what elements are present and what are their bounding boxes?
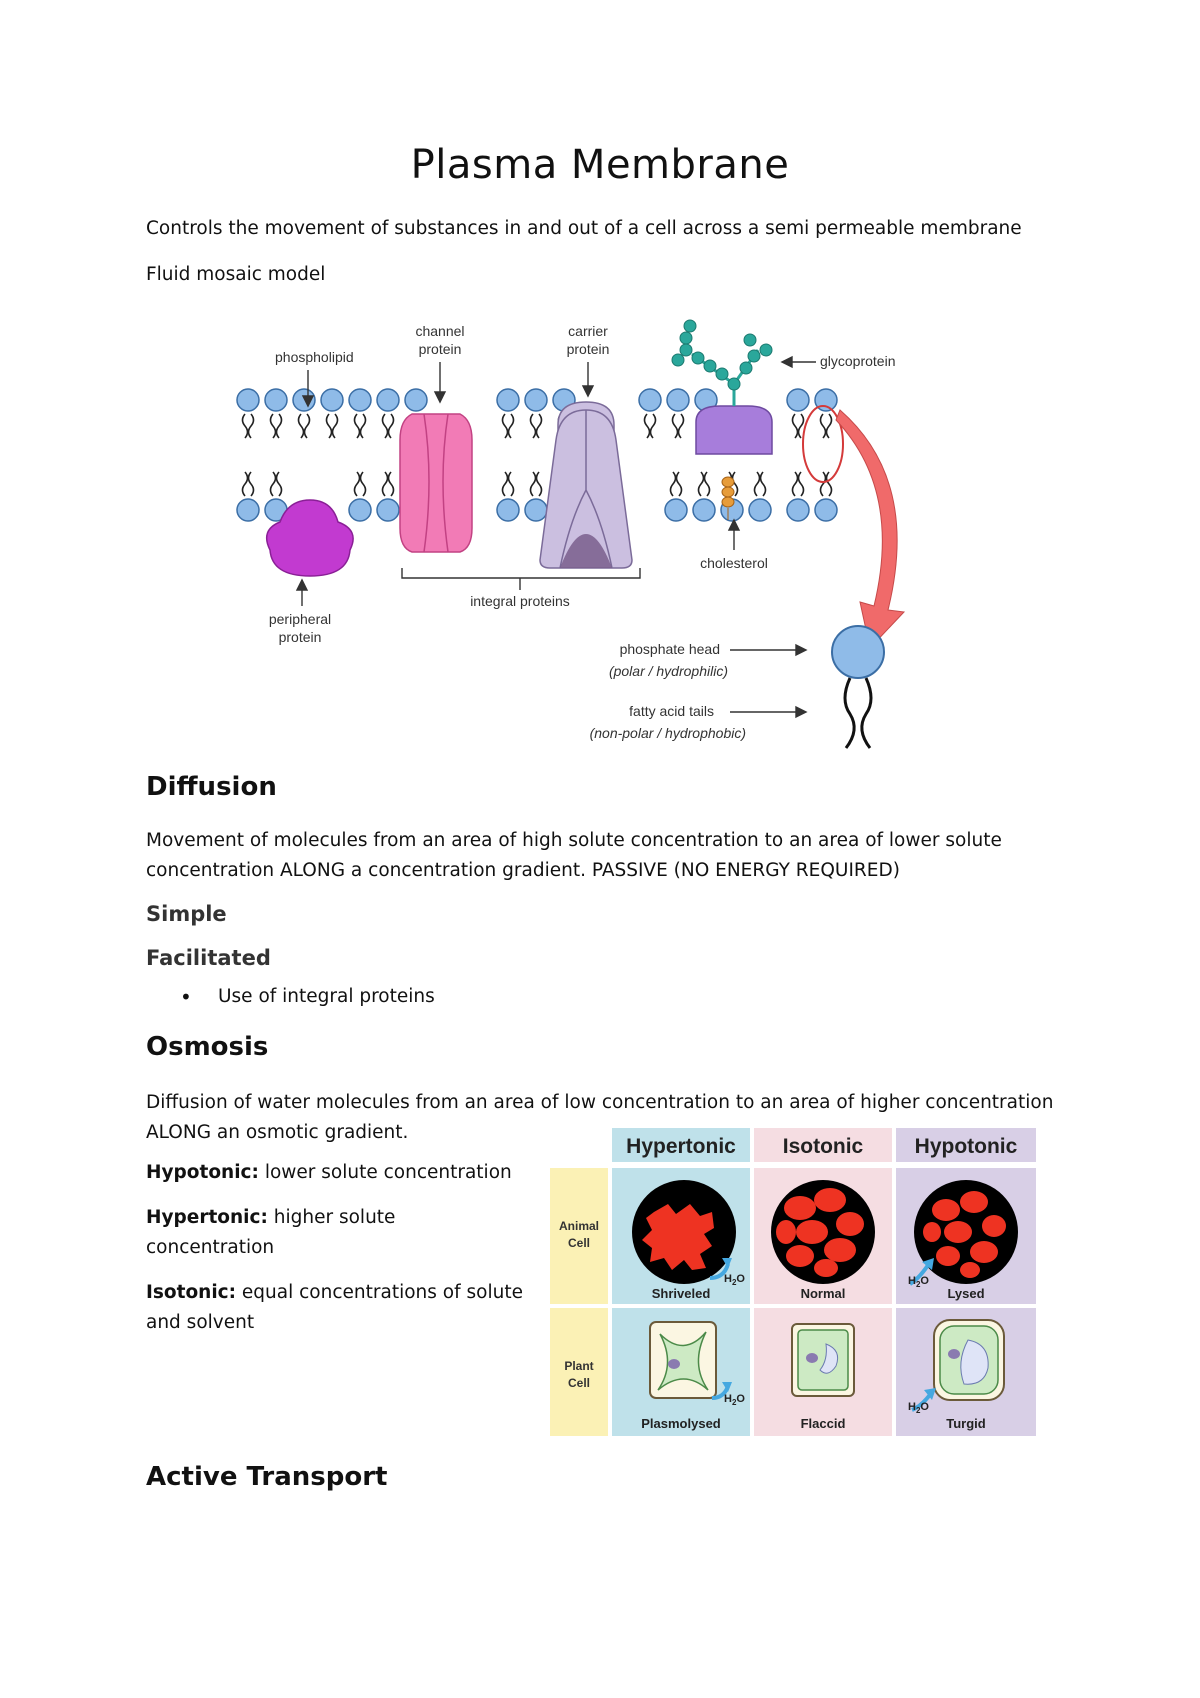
phospholipid-head [786, 388, 810, 412]
water-label: H2O [908, 1275, 929, 1289]
phospholipid-head [692, 498, 716, 522]
intro-text: Controls the movement of substances in a… [146, 218, 1022, 239]
phospholipid-head [524, 498, 548, 522]
highlighted-phospholipid [802, 405, 844, 483]
heading-osmosis: Osmosis [146, 1032, 269, 1062]
label-phosphate-head: phosphate head [620, 641, 720, 657]
phosphate-head-detail [831, 625, 885, 679]
plant-cell-plasmolysed [649, 1321, 732, 1400]
cholesterol [721, 476, 735, 520]
label-phospholipid: phospholipid [275, 349, 354, 365]
phospholipid-head [524, 388, 548, 412]
label-peripheral-2: protein [279, 629, 322, 645]
heading-active-transport: Active Transport [146, 1462, 388, 1492]
phospholipid-head [348, 498, 372, 522]
cell-caption-normal: Normal [801, 1286, 846, 1301]
phospholipid-head [348, 388, 372, 412]
label-carrier-2: protein [567, 341, 610, 357]
tonicity-definitions: Hypotonic: lower solute concentration Hy… [146, 1158, 526, 1353]
glycoprotein-chain [671, 319, 773, 391]
label-fatty-acid: fatty acid tails [629, 703, 714, 719]
membrane-figure: phospholipid channel protein carrier pro… [236, 319, 906, 749]
plant-cell-flaccid [791, 1323, 855, 1397]
phospholipid-head [292, 388, 316, 412]
water-label: H2O [908, 1401, 929, 1415]
diffusion-line-2: concentration ALONG a concentration grad… [146, 860, 900, 881]
osmosis-line-1: Diffusion of water molecules from an are… [146, 1092, 1054, 1113]
row-label-animal-1: Animal [559, 1219, 599, 1233]
column-hypertonic: Hypertonic [626, 1135, 736, 1158]
tonicity-table: Hypertonic Isotonic Hypotonic Animal Cel… [550, 1128, 1036, 1436]
plant-cell-turgid [911, 1319, 1005, 1412]
definition-hypertonic: Hypertonic: higher solute concentration [146, 1207, 396, 1258]
heading-facilitated: Facilitated [146, 946, 271, 970]
heading-diffusion: Diffusion [146, 772, 277, 802]
label-cholesterol: cholesterol [700, 555, 768, 571]
glycoprotein-body [695, 405, 773, 455]
phospholipid-head [496, 388, 520, 412]
animal-cell-normal [771, 1180, 875, 1284]
facilitated-list: Use of integral proteins [146, 985, 435, 1009]
label-fatty-acid-sub: (non-polar / hydrophobic) [590, 725, 746, 741]
phospholipid-head [666, 388, 690, 412]
phospholipid-head [376, 498, 400, 522]
phospholipid-head [236, 498, 260, 522]
column-isotonic: Isotonic [783, 1135, 864, 1158]
model-text: Fluid mosaic model [146, 264, 326, 285]
osmosis-line-2: ALONG an osmotic gradient. [146, 1122, 409, 1143]
water-label: H2O [724, 1393, 745, 1407]
label-carrier-1: carrier [568, 323, 608, 339]
phospholipid-head [236, 388, 260, 412]
definition-isotonic: Isotonic: equal concentrations of solute… [146, 1282, 523, 1333]
animal-cell-lysed [908, 1180, 1018, 1286]
phospholipid-head [376, 388, 400, 412]
diffusion-line-1: Movement of molecules from an area of hi… [146, 830, 1002, 851]
list-item: Use of integral proteins [146, 985, 435, 1009]
phospholipid-head [786, 498, 810, 522]
phospholipid-head [264, 388, 288, 412]
phospholipid-head [814, 498, 838, 522]
phospholipid-head [496, 498, 520, 522]
label-glycoprotein: glycoprotein [820, 353, 896, 369]
label-channel-1: channel [415, 323, 464, 339]
phospholipid-head [320, 388, 344, 412]
cell-caption-turgid: Turgid [946, 1416, 986, 1431]
water-label: H2O [724, 1273, 745, 1287]
cell-caption-lysed: Lysed [947, 1286, 984, 1301]
peripheral-protein [265, 499, 354, 577]
phospholipid-head [404, 388, 428, 412]
phospholipid-head [748, 498, 772, 522]
label-integral: integral proteins [470, 593, 570, 609]
row-label-plant-1: Plant [564, 1359, 593, 1373]
row-label-animal-2: Cell [568, 1236, 590, 1250]
definition-hypotonic: Hypotonic: lower solute concentration [146, 1162, 512, 1183]
label-channel-2: protein [419, 341, 462, 357]
channel-protein [399, 413, 473, 553]
cell-caption-flaccid: Flaccid [801, 1416, 846, 1431]
cell-caption-plasmolysed: Plasmolysed [641, 1416, 721, 1431]
phospholipid-head [638, 388, 662, 412]
heading-simple: Simple [146, 902, 227, 926]
label-peripheral-1: peripheral [269, 611, 331, 627]
label-phosphate-head-sub: (polar / hydrophilic) [609, 663, 728, 679]
column-hypotonic: Hypotonic [915, 1135, 1018, 1158]
page-title: Plasma Membrane [410, 142, 790, 188]
animal-cell-shriveled [632, 1180, 736, 1284]
phospholipid-head [664, 498, 688, 522]
zoom-arrow-icon [835, 409, 906, 650]
cell-caption-shriveled: Shriveled [652, 1286, 711, 1301]
row-label-plant-2: Cell [568, 1376, 590, 1390]
